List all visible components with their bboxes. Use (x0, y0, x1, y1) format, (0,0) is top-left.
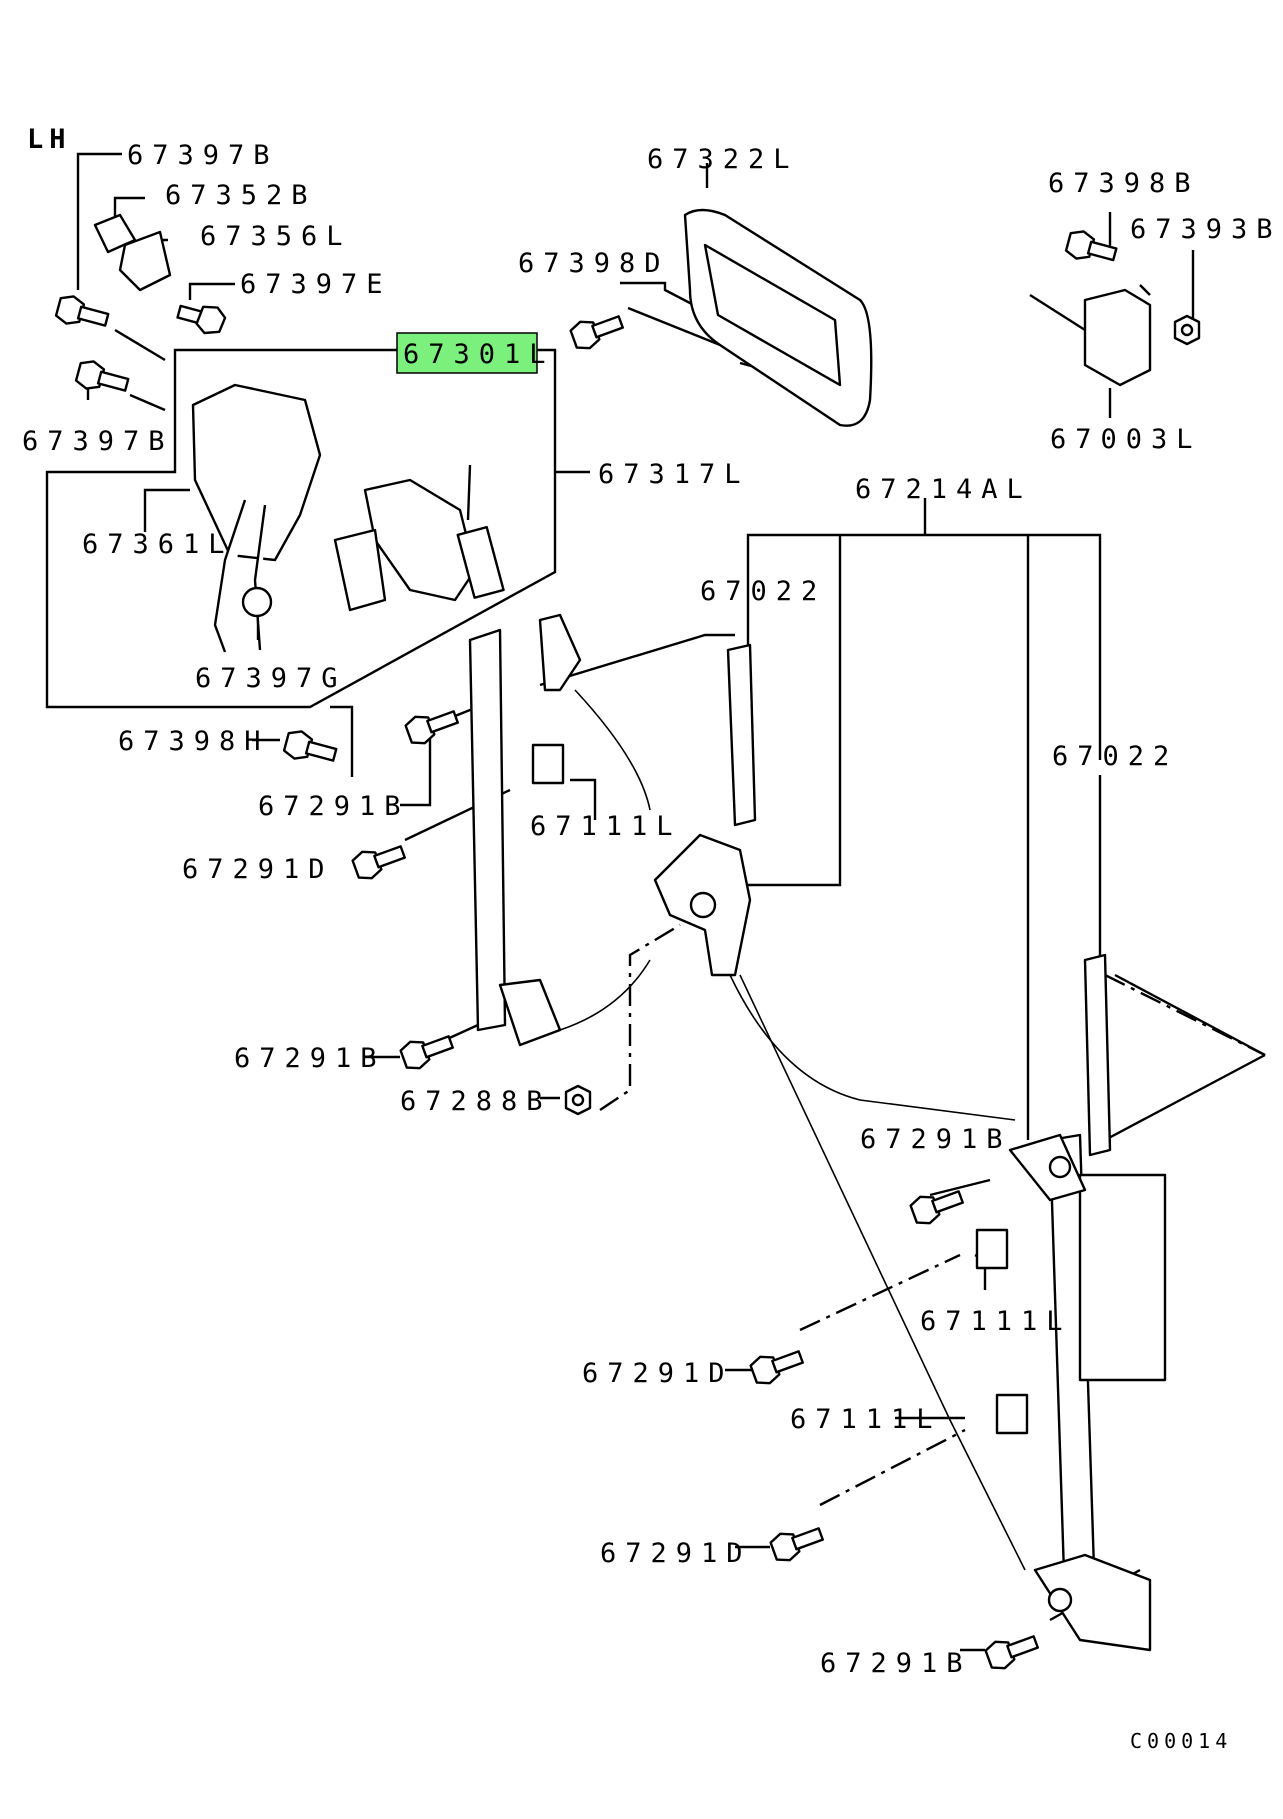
part-label: 67291B (820, 1648, 972, 1679)
part-label: 67397B (22, 426, 174, 457)
part-label: 67291D (582, 1358, 734, 1389)
figure-code: C00014 (1130, 1729, 1232, 1753)
components (93, 208, 1167, 1652)
part-label: 67322L (647, 144, 799, 175)
part-label: 67361L (82, 529, 234, 560)
part-label: 67214AL (855, 474, 1032, 505)
part-label: 67291B (258, 791, 410, 822)
part-label: 67111L (920, 1306, 1072, 1337)
side-label: LH (27, 124, 72, 155)
highlight-67301L (396, 332, 538, 374)
part-labels: LH 67397B 67352B 67356L 67397E 67397B 67… (22, 124, 1282, 1753)
part-label: 67003L (1050, 424, 1202, 455)
part-label: 67317L (598, 459, 750, 490)
part-label: 67356L (200, 221, 352, 252)
part-label: 67291D (600, 1538, 752, 1569)
part-label: 67022 (700, 576, 826, 607)
part-label: 67291D (182, 854, 334, 885)
part-label: 67291B (234, 1043, 386, 1074)
part-label: 67111L (790, 1404, 942, 1435)
part-label: 67022 (1052, 741, 1178, 772)
part-label: 67291B (860, 1124, 1012, 1155)
part-label-highlighted: 67301L (403, 339, 555, 370)
bolts (54, 230, 1201, 1670)
part-label: 67398D (518, 248, 670, 279)
part-label: 67111L (530, 811, 682, 842)
part-label: 67398B (1048, 168, 1200, 199)
part-label: 67397E (240, 269, 392, 300)
part-label: 67397B (127, 140, 279, 171)
part-label: 67393B (1130, 214, 1282, 245)
part-label: 67397G (195, 663, 347, 694)
part-label: 67288B (400, 1086, 552, 1117)
part-label: 67398H (118, 726, 270, 757)
part-label: 67352B (165, 180, 317, 211)
